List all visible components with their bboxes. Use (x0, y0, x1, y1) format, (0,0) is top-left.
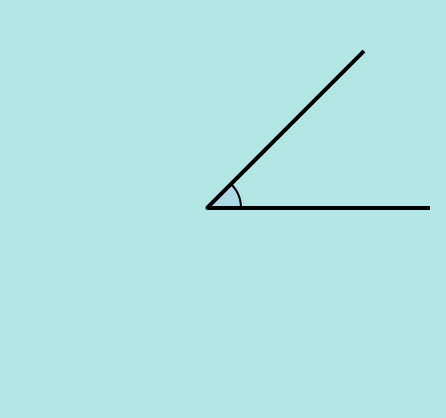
vertex-point (205, 206, 209, 210)
ray-diagonal (205, 49, 366, 210)
